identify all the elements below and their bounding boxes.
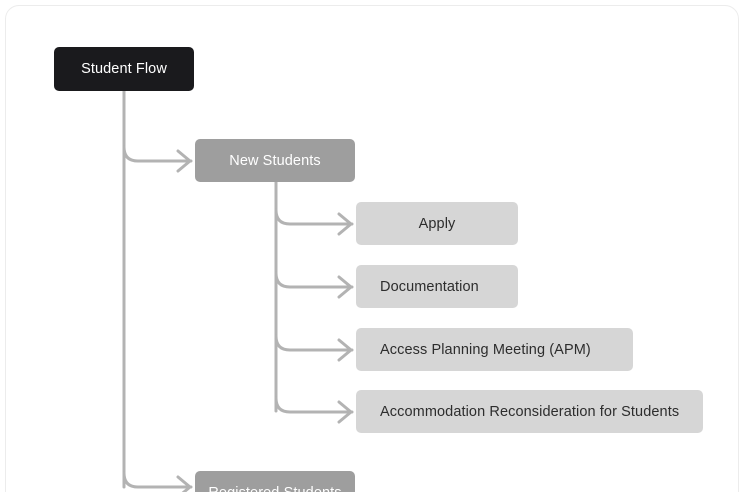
node-new-students[interactable]: New Students [195, 139, 355, 182]
arrowhead-registered-students [176, 475, 192, 492]
edge-to-accommodation [274, 396, 354, 414]
edge-to-documentation [274, 271, 354, 289]
edge-to-apply [274, 208, 354, 226]
node-accommodation-reconsideration[interactable]: Accommodation Reconsideration for Studen… [356, 390, 703, 433]
node-access-planning-meeting[interactable]: Access Planning Meeting (APM) [356, 328, 633, 371]
arrowhead-documentation [337, 275, 353, 299]
edge-root-to-registered-students [122, 471, 193, 489]
node-apply[interactable]: Apply [356, 202, 518, 245]
node-student-flow[interactable]: Student Flow [54, 47, 194, 91]
arrowhead-new-students [176, 149, 192, 173]
arrowhead-apply [337, 212, 353, 236]
node-registered-students[interactable]: Registered Students [195, 471, 355, 492]
edge-root-to-new-students [122, 145, 193, 163]
arrowhead-apm [337, 338, 353, 362]
arrowhead-accommodation [337, 400, 353, 424]
node-documentation[interactable]: Documentation [356, 265, 518, 308]
edge-to-apm [274, 334, 354, 352]
